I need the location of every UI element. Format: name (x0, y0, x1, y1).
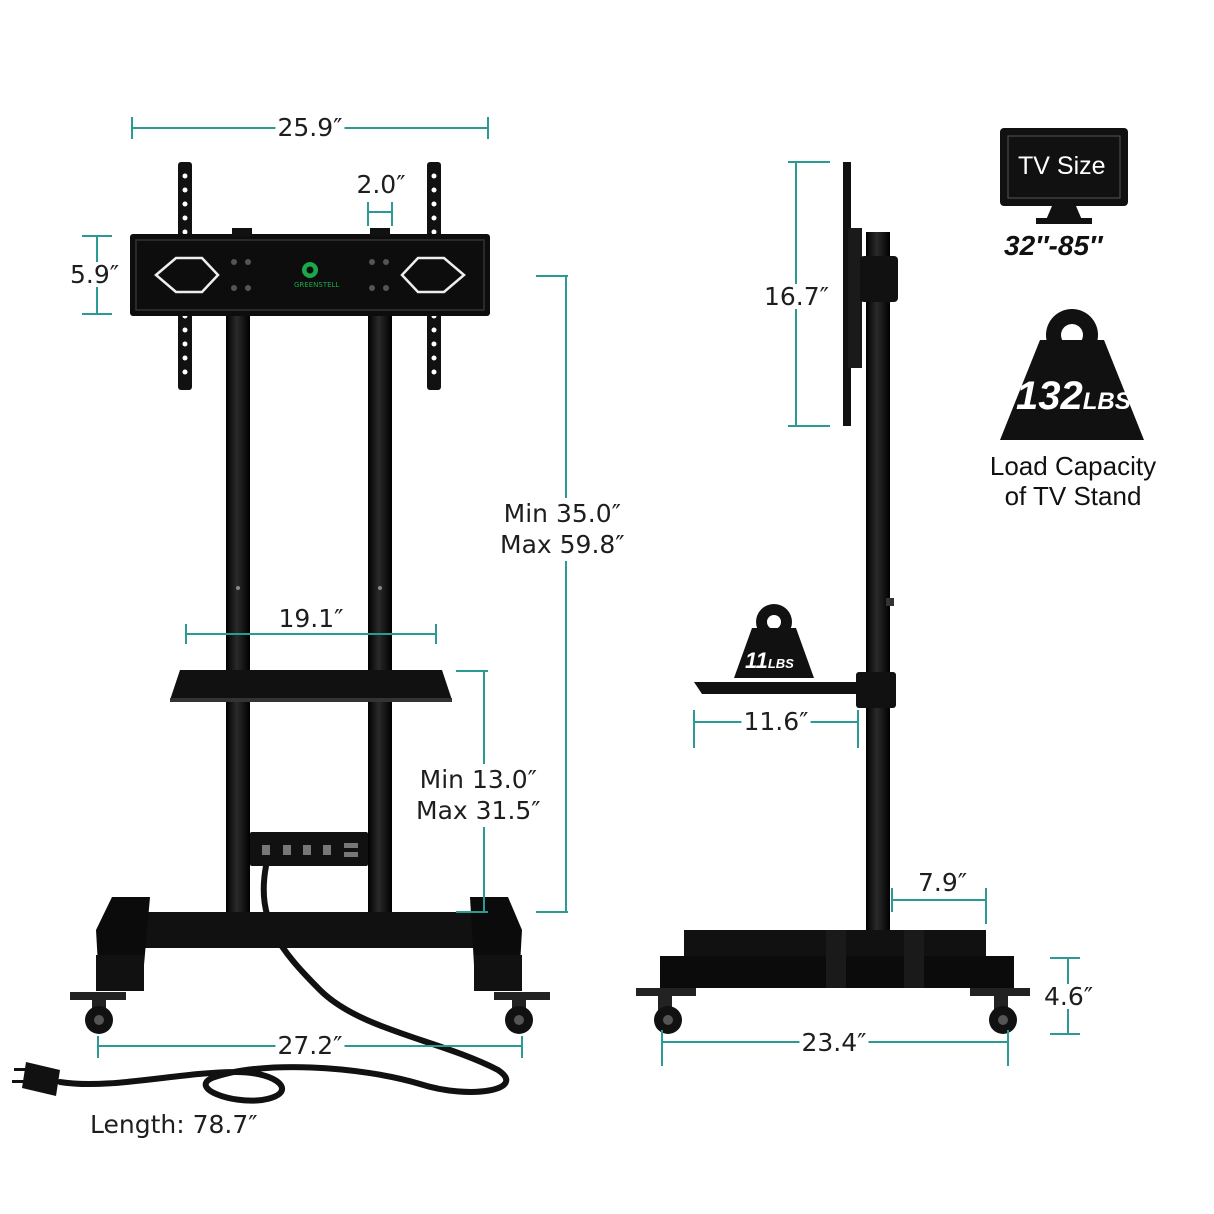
bracket-height-label: 5.9″ (68, 260, 122, 289)
base-depth-label: 23.4″ (799, 1028, 869, 1057)
brand-logo-text: GREENSTELL (294, 281, 340, 289)
brand-logo-icon (302, 262, 318, 278)
tv-size-range: 32″-85″ (1004, 230, 1103, 261)
side-view-stand (636, 162, 1030, 1034)
tv-size-badge (1000, 128, 1128, 224)
shelf-width-label: 19.1″ (276, 604, 346, 633)
shelf-height-max: Max 31.5″ (416, 796, 541, 826)
front-view-stand (12, 162, 550, 1104)
shelf-load-unit: LBS (767, 656, 794, 671)
base-width-label: 27.2″ (275, 1031, 345, 1060)
load-capacity-caption-line2: of TV Stand (1004, 480, 1142, 511)
tv-size-title: TV Size (1018, 152, 1106, 180)
power-plug-icon (12, 1062, 60, 1096)
overall-height-label: Min 35.0″ Max 59.8″ (498, 498, 627, 561)
base-height-label: 4.6″ (1042, 982, 1096, 1011)
pole-gap-label: 2.0″ (354, 170, 408, 199)
pole-offset-label: 7.9″ (916, 868, 970, 897)
top-width-label: 25.9″ (275, 113, 345, 142)
shelf-height-min: Min 13.0″ (419, 765, 537, 794)
shelf-height-label: Min 13.0″ Max 31.5″ (414, 764, 543, 827)
overall-height-min: Min 35.0″ (503, 499, 621, 528)
load-capacity-weight-icon (1000, 309, 1144, 440)
load-capacity-caption: Load Capacity of TV Stand (982, 451, 1164, 512)
shelf-depth-label: 11.6″ (741, 707, 811, 736)
load-capacity-caption-line1: Load Capacity (989, 451, 1157, 481)
load-capacity-number: 132 (1016, 374, 1083, 418)
shelf-load-label: 11LBS (745, 648, 794, 674)
cord-length-label: Length: 78.7″ (88, 1110, 260, 1139)
load-capacity-unit: LBS (1082, 388, 1131, 415)
load-capacity-value: 132LBS (1016, 374, 1131, 419)
shelf-load-value: 11 (745, 648, 768, 673)
plate-height-label: 16.7″ (762, 282, 832, 311)
overall-height-max: Max 59.8″ (500, 530, 625, 560)
shelf-weight-icon (734, 604, 814, 678)
